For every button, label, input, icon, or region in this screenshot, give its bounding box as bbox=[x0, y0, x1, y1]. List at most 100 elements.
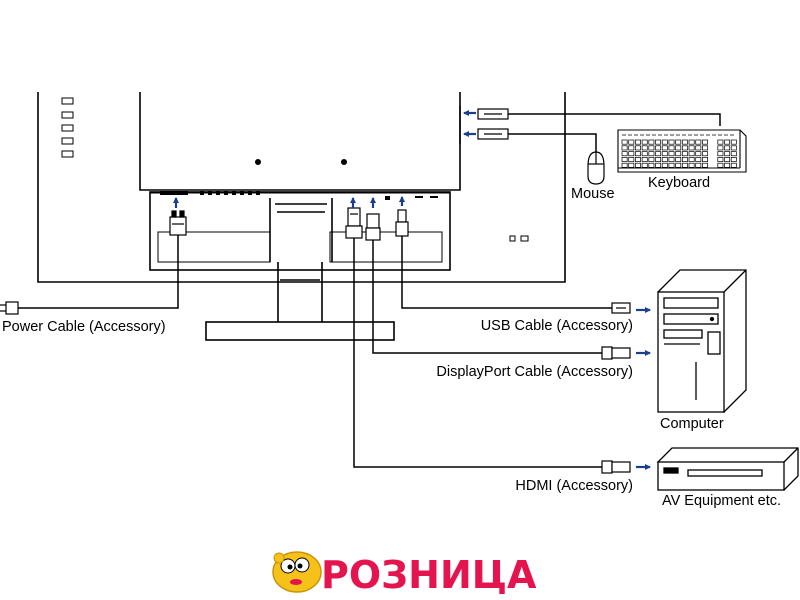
keyboard-key bbox=[648, 162, 655, 168]
keyboard-key bbox=[717, 145, 724, 151]
keyboard-key bbox=[695, 139, 702, 145]
keyboard-key bbox=[717, 151, 724, 157]
mouse-label: Mouse bbox=[571, 186, 615, 202]
usb-a-connector-icon bbox=[611, 302, 631, 314]
keyboard-icon bbox=[617, 129, 747, 173]
keyboard-key bbox=[635, 145, 641, 151]
mouse-icon bbox=[587, 151, 605, 185]
keyboard-key bbox=[688, 145, 695, 151]
keyboard-key bbox=[621, 157, 628, 162]
keyboard-key bbox=[621, 151, 628, 157]
keyboard-key bbox=[628, 157, 635, 162]
keyboard-key bbox=[648, 151, 655, 157]
keyboard-key bbox=[695, 145, 702, 151]
keyboard-key bbox=[661, 157, 668, 162]
keyboard-key bbox=[635, 151, 641, 157]
keyboard-key bbox=[628, 162, 635, 168]
keyboard-key bbox=[702, 151, 708, 157]
keyboard-key bbox=[730, 162, 737, 168]
osd-buttons bbox=[61, 97, 74, 158]
keyboard-key bbox=[661, 162, 668, 168]
keyboard-key bbox=[641, 151, 648, 157]
keyboard-key bbox=[681, 157, 688, 162]
computer-icon bbox=[657, 269, 747, 414]
computer-label: Computer bbox=[660, 416, 724, 432]
keyboard-key bbox=[655, 145, 662, 151]
keyboard-key bbox=[702, 139, 708, 145]
keyboard-key bbox=[688, 162, 695, 168]
keyboard-key bbox=[628, 145, 635, 151]
keyboard-key bbox=[661, 145, 668, 151]
monitor-rear bbox=[37, 92, 566, 341]
keyboard-key bbox=[635, 162, 641, 168]
keyboard-key bbox=[724, 157, 731, 162]
keyboard-key bbox=[702, 145, 708, 151]
keyboard-key bbox=[695, 151, 702, 157]
keyboard-key bbox=[675, 139, 682, 145]
keyboard-key bbox=[724, 145, 731, 151]
keyboard-key bbox=[621, 145, 628, 151]
keyboard-key bbox=[675, 145, 682, 151]
keyboard-key bbox=[641, 145, 648, 151]
mouse-usb-plug-icon bbox=[477, 128, 509, 140]
keyboard-key bbox=[717, 162, 724, 168]
watermark-text: РОЗНИЦА bbox=[321, 553, 537, 597]
keyboard-key bbox=[724, 151, 731, 157]
keyboard-key bbox=[655, 151, 662, 157]
watermark-logo: РОЗНИЦА bbox=[272, 551, 538, 598]
keyboard-key bbox=[681, 139, 688, 145]
keyboard-key bbox=[695, 162, 702, 168]
keyboard-key bbox=[641, 162, 648, 168]
power-connector-icon bbox=[169, 210, 187, 236]
keyboard-key bbox=[641, 139, 648, 145]
keyboard-key bbox=[661, 151, 668, 157]
keyboard-key bbox=[695, 157, 702, 162]
keyboard-key bbox=[668, 162, 675, 168]
keyboard-usb-plug-icon bbox=[477, 108, 509, 120]
keyboard-key bbox=[717, 157, 724, 162]
mascot-icon bbox=[272, 551, 322, 593]
displayport-connector-icon bbox=[365, 213, 381, 241]
keyboard-key bbox=[730, 151, 737, 157]
power-cable-label: Power Cable (Accessory) bbox=[2, 319, 166, 335]
hdmi-cable-label: HDMI (Accessory) bbox=[515, 478, 633, 494]
displayport-cable-label: DisplayPort Cable (Accessory) bbox=[436, 364, 633, 380]
keyboard-key bbox=[675, 157, 682, 162]
port-strip bbox=[160, 191, 438, 200]
keyboard-key bbox=[702, 157, 708, 162]
kensington-lock-icon bbox=[509, 235, 529, 242]
keyboard-key bbox=[730, 139, 737, 145]
keyboard-key bbox=[681, 145, 688, 151]
keyboard-key bbox=[688, 151, 695, 157]
av-equipment-icon bbox=[656, 447, 799, 491]
keyboard-key bbox=[668, 139, 675, 145]
keyboard-key bbox=[724, 162, 731, 168]
keyboard-key bbox=[688, 157, 695, 162]
keyboard-key bbox=[724, 139, 731, 145]
keyboard-key bbox=[668, 157, 675, 162]
power-plug-icon bbox=[0, 301, 19, 315]
keyboard-key bbox=[621, 162, 628, 168]
cables bbox=[18, 113, 721, 468]
direction-arrows bbox=[173, 110, 651, 470]
vesa-screws bbox=[255, 159, 347, 165]
keyboard-key bbox=[641, 157, 648, 162]
keyboard-key bbox=[717, 139, 724, 145]
hdmi-plug-icon bbox=[601, 460, 631, 474]
keyboard-key bbox=[648, 145, 655, 151]
keyboard-key bbox=[648, 157, 655, 162]
keyboard-key bbox=[681, 151, 688, 157]
usb-b-connector-icon bbox=[395, 209, 409, 237]
keyboard-label: Keyboard bbox=[648, 175, 710, 191]
usb-cable-label: USB Cable (Accessory) bbox=[481, 318, 633, 334]
keyboard-key bbox=[655, 139, 662, 145]
keyboard-key bbox=[635, 157, 641, 162]
keyboard-key bbox=[675, 162, 682, 168]
keyboard-key bbox=[628, 151, 635, 157]
keyboard-key bbox=[621, 139, 628, 145]
displayport-plug-icon bbox=[601, 346, 631, 360]
keyboard-key bbox=[635, 139, 641, 145]
keyboard-key bbox=[668, 145, 675, 151]
keyboard-key bbox=[688, 139, 695, 145]
